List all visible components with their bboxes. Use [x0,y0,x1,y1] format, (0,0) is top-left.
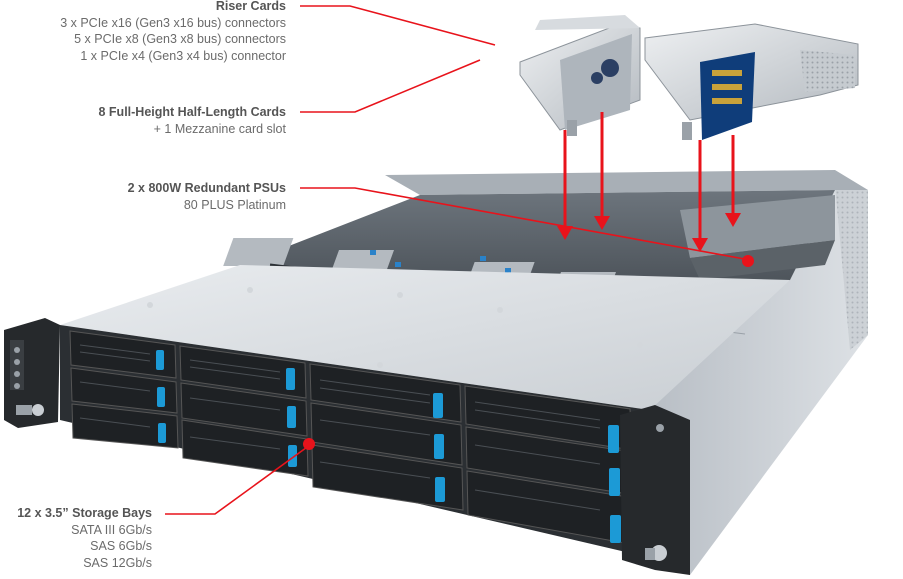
chassis-top-cover [60,265,790,410]
drive-bays [69,330,637,546]
riser-callout-line: 5 x PCIe x8 (Gen3 x8 bus) connectors [74,32,286,46]
left-rack-ear [4,318,60,428]
riser-card-left [519,15,641,136]
cards-callout: 8 Full-Height Half-Length Cards + 1 Mezz… [99,104,287,137]
storage-callout-dot [303,438,315,450]
right-rack-ear [620,405,690,575]
psu-callout-title: 2 x 800W Redundant PSUs [127,181,286,195]
chassis-side-panel [650,185,868,575]
insertion-arrows [557,112,741,252]
riser-card-right [644,23,859,140]
riser-callout: Riser Cards 3 x PCIe x16 (Gen3 x16 bus) … [60,0,286,64]
psu-callout-dot [742,255,754,267]
storage-callout-title: 12 x 3.5” Storage Bays [17,506,152,520]
riser-callout-title: Riser Cards [215,0,286,13]
storage-callout: 12 x 3.5” Storage Bays SATA III 6Gb/s SA… [17,505,152,571]
riser-callout-line: 3 x PCIe x16 (Gen3 x16 bus) connectors [60,15,286,30]
cards-callout-line: + 1 Mezzanine card slot [153,121,286,136]
cards-callout-title: 8 Full-Height Half-Length Cards [98,105,287,119]
psu-callout-line: 80 PLUS Platinum [183,197,286,212]
storage-callout-line: SAS 12Gb/s [83,555,152,570]
psu-bay [680,195,835,258]
storage-callout-line: SATA III 6Gb/s [71,522,152,537]
psu-callout: 2 x 800W Redundant PSUs 80 PLUS Platinum [128,180,286,213]
riser-callout-line: 1 x PCIe x4 (Gen3 x4 bus) connector [80,48,286,63]
storage-callout-line: SAS 6Gb/s [90,539,152,553]
bay-latches [156,350,621,543]
callout-leaders [165,5,751,515]
